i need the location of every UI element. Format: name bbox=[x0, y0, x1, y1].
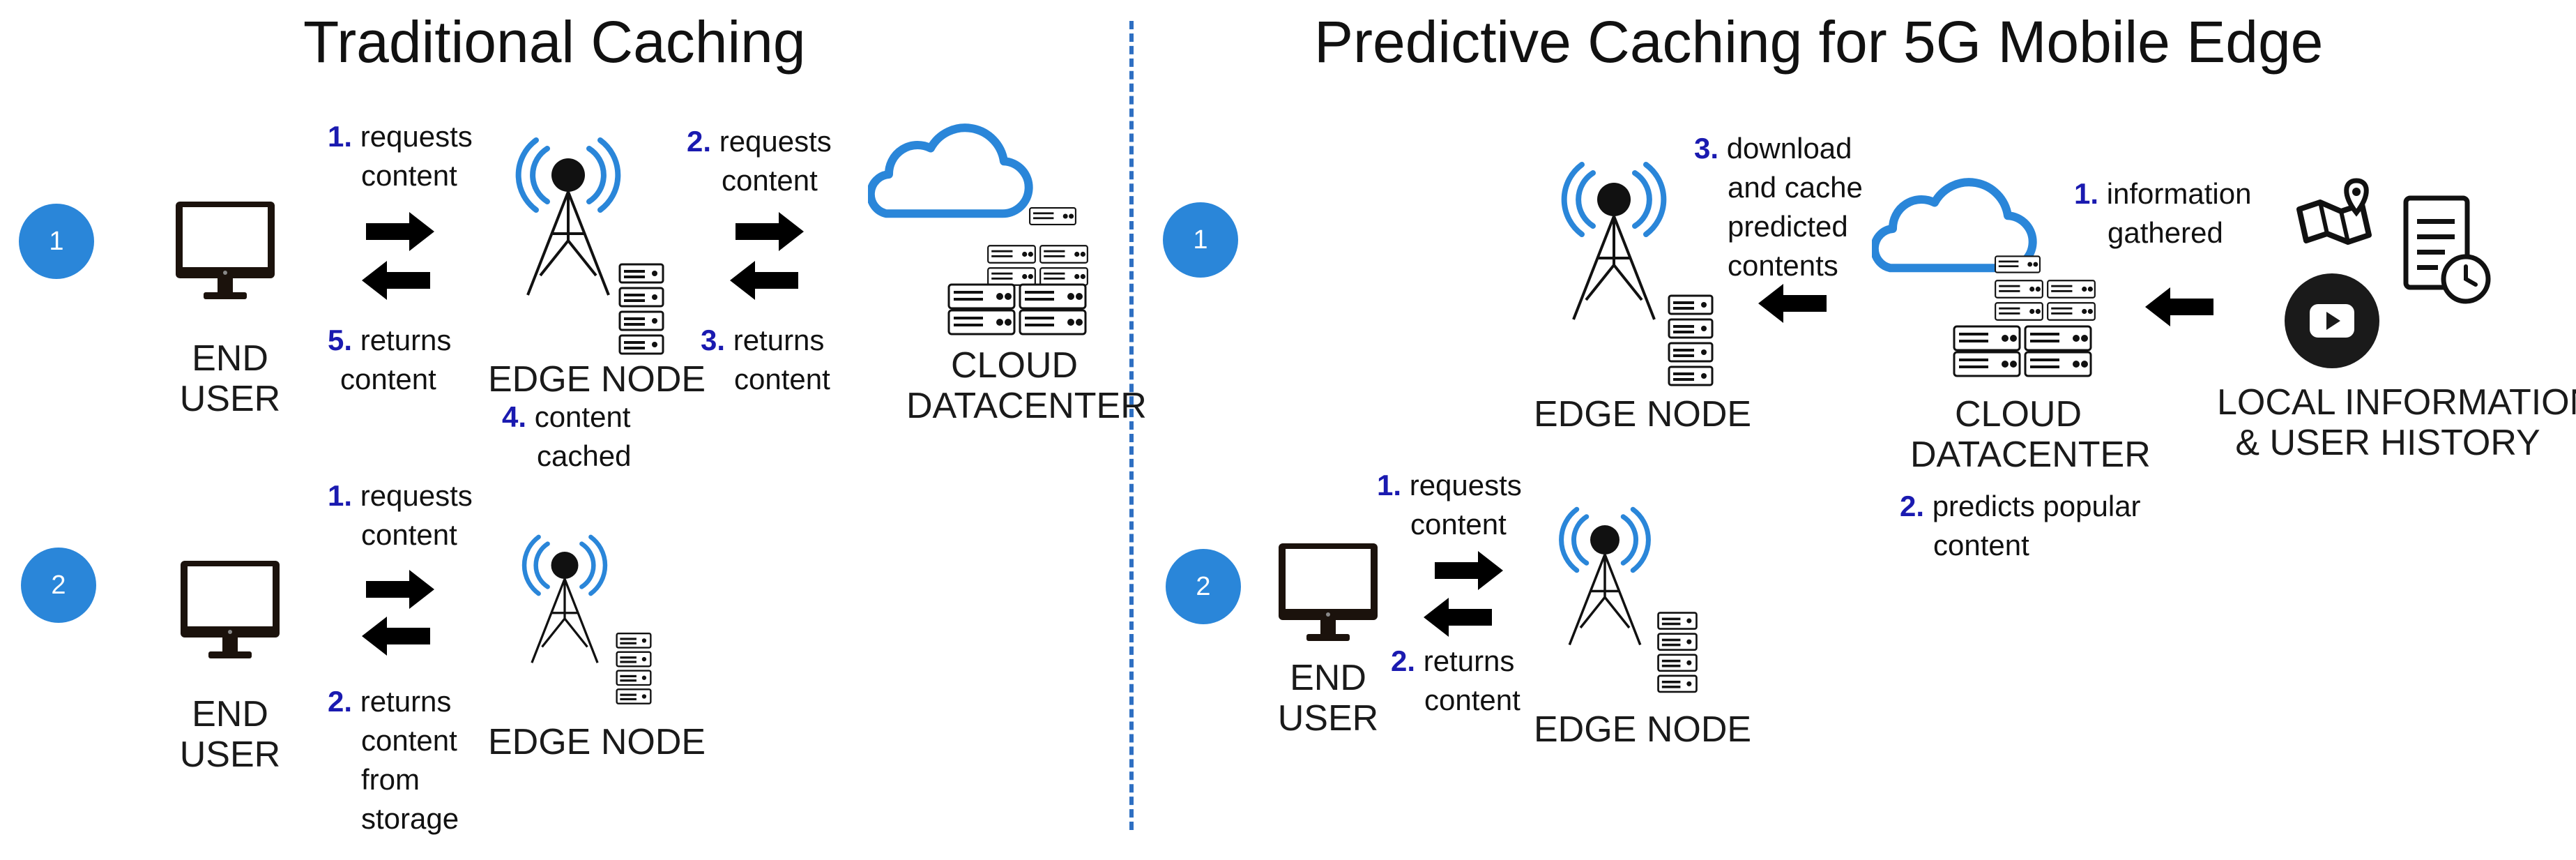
end-user-label: END USER bbox=[179, 338, 281, 419]
server-icon bbox=[1994, 301, 2044, 322]
server-icon bbox=[1952, 350, 2022, 378]
step-returns-content: 3. returns content bbox=[701, 324, 830, 395]
step-requests-content: 1. requests content bbox=[328, 120, 473, 192]
edge-node-label: EDGE NODE bbox=[488, 359, 706, 400]
server-stack-icon bbox=[613, 631, 654, 708]
cloud-icon bbox=[868, 122, 1035, 227]
scenario-badge: 1 bbox=[19, 204, 94, 279]
arrow-right-icon bbox=[366, 568, 436, 610]
server-icon bbox=[947, 308, 1016, 336]
arrow-right-icon bbox=[1435, 550, 1504, 591]
server-stack-icon bbox=[1656, 610, 1699, 697]
arrow-right-icon bbox=[366, 211, 436, 252]
step-requests-content: 2. requests content bbox=[687, 125, 832, 197]
server-icon bbox=[2023, 350, 2093, 378]
video-play-icon bbox=[2285, 273, 2379, 368]
step-returns-content: 2. returns content bbox=[1391, 644, 1521, 716]
server-icon bbox=[2046, 279, 2096, 299]
edge-node-label: EDGE NODE bbox=[1534, 394, 1752, 435]
scenario-badge: 1 bbox=[1163, 202, 1238, 278]
edge-node-label: EDGE NODE bbox=[1534, 709, 1752, 750]
server-icon bbox=[986, 244, 1037, 264]
computer-icon bbox=[1276, 541, 1380, 652]
document-clock-icon bbox=[2403, 195, 2491, 304]
arrow-left-icon bbox=[360, 615, 430, 657]
section-divider bbox=[1129, 21, 1134, 830]
server-stack-icon bbox=[1666, 293, 1715, 391]
step-requests-content: 1. requests content bbox=[1377, 469, 1522, 541]
map-location-icon bbox=[2296, 178, 2372, 245]
arrow-left-icon bbox=[1422, 596, 1492, 638]
server-icon bbox=[1028, 206, 1077, 226]
server-icon bbox=[1018, 308, 1088, 336]
computer-icon bbox=[173, 199, 277, 310]
server-icon bbox=[1018, 282, 1088, 310]
left-title: Traditional Caching bbox=[303, 9, 806, 75]
step-content-cached: 4. content cached bbox=[502, 400, 632, 472]
arrow-left-icon bbox=[729, 259, 798, 301]
step-returns-content: 5. returns content bbox=[328, 324, 452, 395]
arrow-right-icon bbox=[736, 211, 805, 252]
right-title: Predictive Caching for 5G Mobile Edge bbox=[1314, 9, 2324, 75]
server-icon bbox=[1952, 324, 2022, 352]
arrow-left-icon bbox=[360, 259, 430, 301]
arrow-left-icon bbox=[1757, 282, 1827, 324]
server-icon bbox=[2023, 324, 2093, 352]
arrow-left-icon bbox=[2140, 286, 2217, 328]
scenario-badge: 2 bbox=[1166, 549, 1241, 624]
cloud-datacenter-label: CLOUD DATACENTER bbox=[1910, 394, 2151, 475]
server-icon bbox=[1994, 255, 2041, 274]
step-requests-content: 1. requests content bbox=[328, 479, 473, 551]
scenario-badge: 2 bbox=[21, 548, 96, 623]
end-user-label: END USER bbox=[1277, 658, 1379, 739]
step-information-gathered: 1. information gathered bbox=[2074, 177, 2252, 249]
cell-tower-icon bbox=[1558, 160, 1670, 328]
server-icon bbox=[1994, 279, 2044, 299]
step-predicts-popular-content: 2. predicts popular content bbox=[1900, 490, 2141, 561]
computer-icon bbox=[178, 558, 282, 670]
end-user-label: END USER bbox=[179, 694, 281, 775]
cell-tower-icon bbox=[1556, 495, 1654, 663]
edge-node-label: EDGE NODE bbox=[488, 722, 706, 762]
server-stack-icon bbox=[617, 262, 666, 359]
step-download-and-cache: 3. download and cache predicted contents bbox=[1694, 132, 1863, 282]
server-icon bbox=[2046, 301, 2096, 322]
server-icon bbox=[1039, 244, 1089, 264]
step-returns-content-from-storage: 2. returns content from storage bbox=[328, 685, 459, 835]
cell-tower-icon bbox=[519, 520, 610, 684]
cloud-datacenter-label: CLOUD DATACENTER bbox=[906, 345, 1147, 426]
server-icon bbox=[947, 282, 1016, 310]
local-information-label: LOCAL INFORMATION & USER HISTORY bbox=[2217, 382, 2576, 463]
cell-tower-icon bbox=[512, 136, 624, 303]
